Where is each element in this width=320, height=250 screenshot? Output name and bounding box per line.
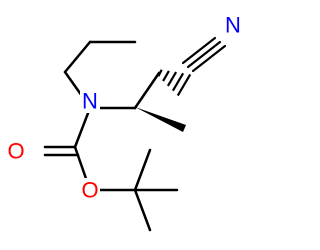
nitrile-triple-bond: [181, 36, 227, 73]
nitrile-nitrogen-label-background: [223, 13, 243, 37]
ring-bond-c5-c6: [63, 70, 84, 98]
molecule-structure: N N O O: [6, 12, 243, 232]
ring-bond-c2-c3: [133, 71, 161, 110]
ring-nitrogen-label: N: [82, 89, 98, 114]
bond-tbutyl-methyl-top: [133, 148, 152, 192]
nitrile-nitrogen-label: N: [225, 13, 241, 38]
hashed-wedge-bond-c3-cn: [157, 69, 192, 97]
ester-oxygen-label-background: [80, 178, 100, 202]
ring-bond-c4-c5: [63, 40, 92, 74]
ring-nitrogen-label-background: [80, 89, 100, 113]
bond-tbutyl-methyl-bottom: [133, 188, 152, 232]
carbonyl-oxygen-label-background: [6, 139, 26, 163]
carbonyl-oxygen-label: O: [7, 139, 24, 164]
solid-wedge-bond-c2-methyl: [135, 107, 186, 132]
bond-n1-carbonyl-carbon: [73, 106, 92, 149]
ester-oxygen-label: O: [81, 178, 98, 203]
